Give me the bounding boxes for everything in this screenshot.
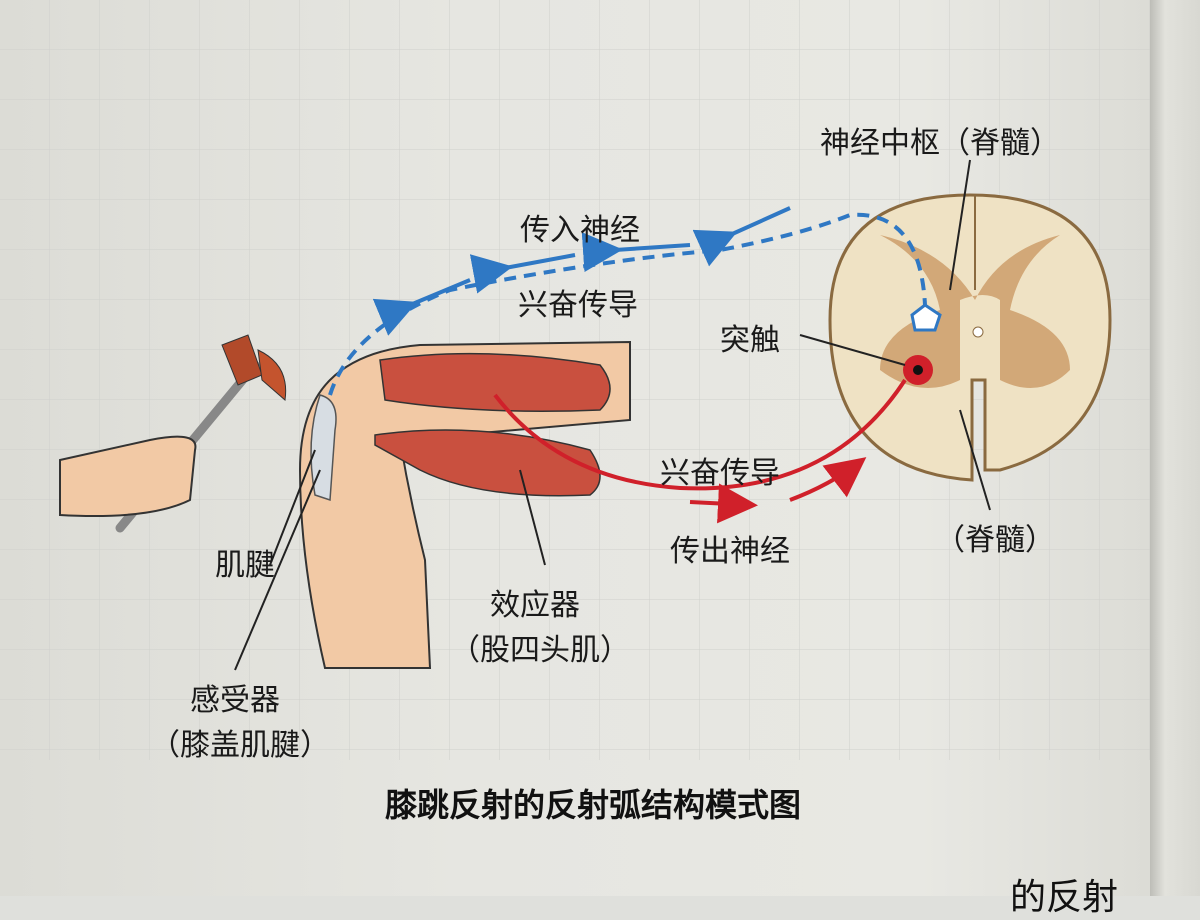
efferent-arrow: [689, 483, 758, 524]
hand: [59, 435, 197, 517]
quadriceps-lower: [374, 429, 601, 497]
reflex-arc-diagram: [0, 0, 1150, 760]
leg: [298, 340, 631, 669]
label-excitation-bottom: 兴奋传导: [660, 456, 780, 491]
page-edge: [1150, 0, 1200, 896]
label-center: 神经中枢（脊髓）: [820, 126, 1060, 161]
label-receptor-detail: （膝盖肌腱）: [150, 728, 330, 763]
label-afferent: 传入神经: [520, 213, 640, 248]
tendon: [310, 394, 337, 502]
label-spinal-cord: （脊髓）: [935, 523, 1055, 558]
label-efferent: 传出神经: [670, 534, 790, 569]
afferent-arrow: [692, 206, 791, 267]
label-effector: 效应器: [490, 588, 580, 623]
label-synapse: 突触: [720, 323, 780, 358]
cut-off-body-text: 的反射: [1010, 877, 1119, 918]
afferent-arrow: [469, 253, 576, 294]
quadriceps-upper: [379, 352, 611, 412]
leader-lines: [234, 159, 991, 671]
figure-caption: 膝跳反射的反射弧结构模式图: [385, 786, 802, 824]
label-receptor: 感受器: [190, 683, 280, 718]
label-tendon: 肌腱: [215, 548, 275, 583]
efferent-arrow: [789, 457, 867, 502]
label-effector-detail: （股四头肌）: [450, 633, 630, 668]
spinal-cord-cross-section: [828, 193, 1112, 482]
sensory-neuron-icon: [910, 303, 942, 332]
afferent-arrow: [581, 232, 691, 273]
afferent-arrow: [372, 278, 471, 336]
label-excitation-top: 兴奋传导: [518, 288, 638, 323]
efferent-nerve-path: [493, 378, 907, 491]
